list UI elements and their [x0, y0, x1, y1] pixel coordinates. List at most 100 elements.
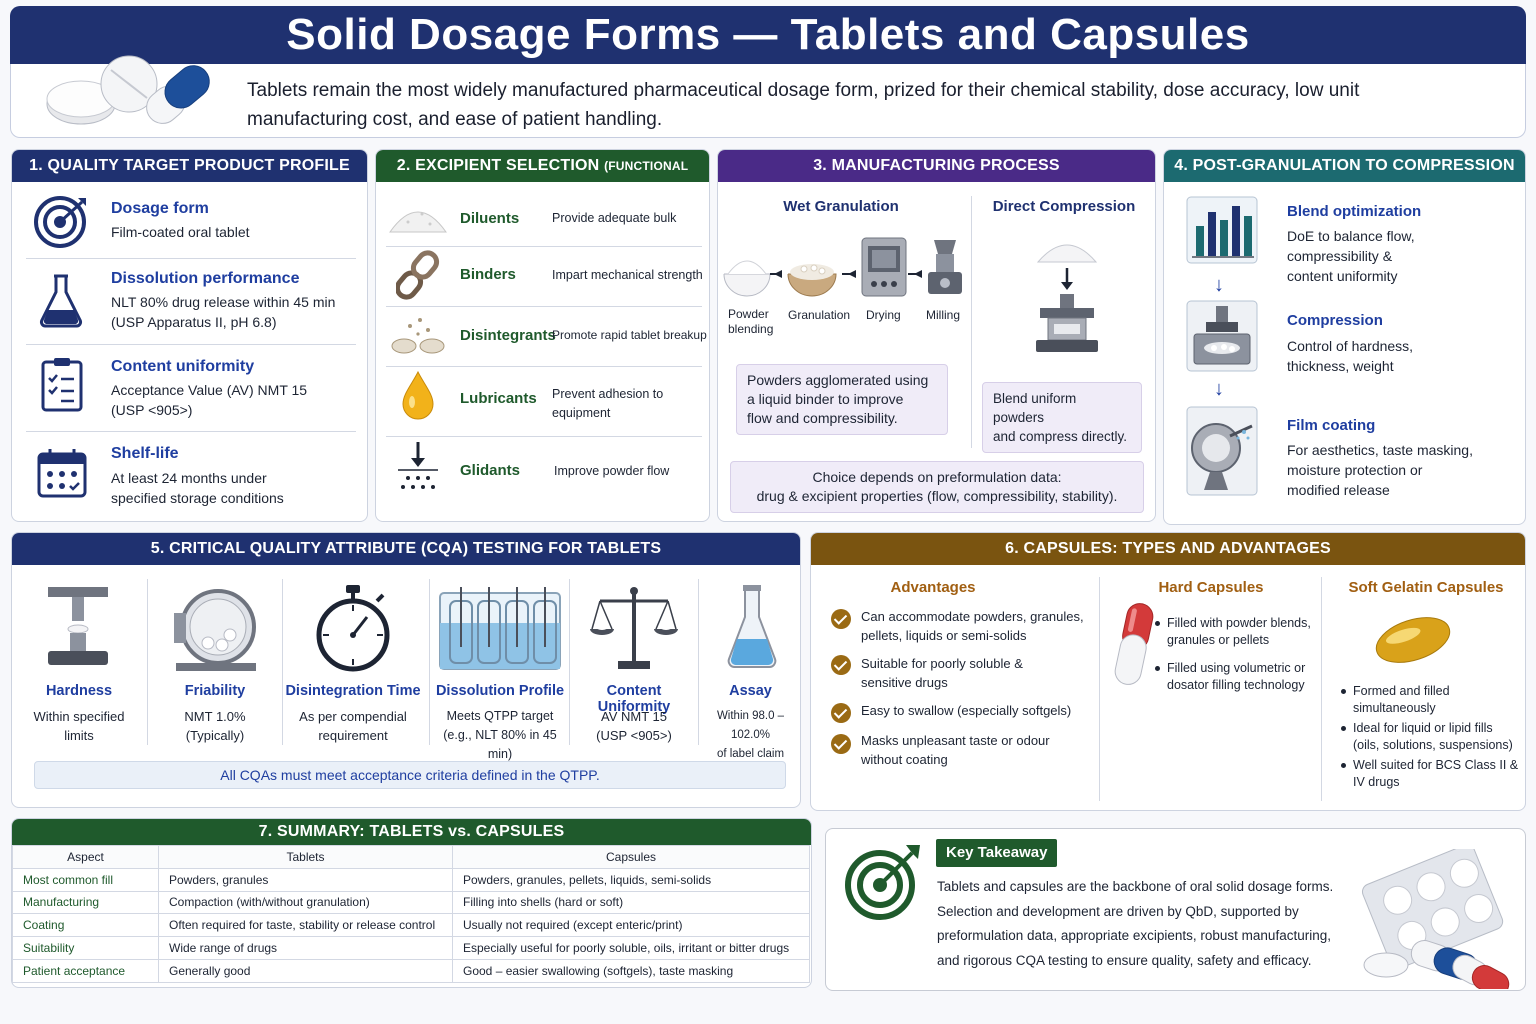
target-icon: [34, 196, 86, 248]
calendar-icon: [37, 449, 87, 498]
direct-compression-press-icon: [1036, 244, 1098, 352]
cqa-desc: AV NMT 15(USP <905>): [596, 709, 672, 743]
post-item-desc: thickness, weight: [1287, 358, 1394, 374]
hard-capsule-point: Filled using volumetric or dosator filli…: [1153, 660, 1313, 693]
key-takeaway-badge: Key Takeaway: [936, 839, 1058, 867]
qtpp-item-desc: NLT 80% drug release within 45 min: [111, 294, 336, 310]
cqa-desc: Within 98.0 – 102.0%of label claim: [716, 710, 785, 760]
hard-capsule-point: Filled with powder blends, granules or p…: [1153, 615, 1313, 648]
table-header: Tablets: [158, 845, 453, 869]
clipboard-checklist-icon: [41, 358, 83, 412]
check-icon: [831, 734, 851, 754]
arrow-down-icon: ↓: [1214, 378, 1224, 400]
excipient-name: Disintegrants: [460, 327, 556, 344]
target-arrow-icon: [845, 845, 920, 920]
excipient-name: Diluents: [460, 210, 520, 227]
flask-icon: [39, 274, 83, 328]
qtpp-header: 1. QUALITY TARGET PRODUCT PROFILE (QTPP): [12, 150, 367, 206]
summary-header: 7. SUMMARY: TABLETS vs. CAPSULES: [12, 819, 811, 845]
hard-capsules-title: Hard Capsules: [1158, 579, 1264, 596]
tablets-capsule-illustration-icon: [46, 55, 210, 125]
table-header: Aspect: [12, 845, 159, 869]
hard-capsule-icon: [1114, 603, 1154, 685]
choice-note: Choice depends on preformulation data:dr…: [730, 461, 1144, 513]
excipient-role: Improve powder flow: [554, 464, 670, 478]
soft-capsule-point: Ideal for liquid or lipid fills (oils, s…: [1339, 720, 1521, 753]
excipient-header: 2. EXCIPIENT SELECTION (FUNCTIONAL ROLES…: [376, 150, 709, 205]
cqa-desc: Meets QTPP target(e.g., NLT 80% in 45 mi…: [443, 709, 557, 761]
dissolution-apparatus-icon: [439, 587, 561, 670]
qtpp-panel: 1. QUALITY TARGET PRODUCT PROFILE (QTPP)…: [11, 149, 368, 522]
cqa-item-assay: Assay Within 98.0 – 102.0%of label claim: [699, 569, 800, 777]
intro-box: Tablets remain the most widely manufactu…: [10, 55, 1526, 138]
qtpp-item-title: Dosage form: [111, 200, 209, 217]
post-granulation-header: 4. POST-GRANULATION TO COMPRESSION: [1164, 150, 1525, 182]
excipient-role: Provide adequate bulk: [552, 211, 677, 225]
post-item-desc: For aesthetics, taste masking,: [1287, 442, 1473, 458]
wet-granulation-process-icons: [723, 237, 962, 297]
excipient-panel: 2. EXCIPIENT SELECTION (FUNCTIONAL ROLES…: [375, 149, 710, 522]
cqa-item-dissolution: Dissolution Profile Meets QTPP target(e.…: [430, 569, 570, 777]
key-takeaway-text: Tablets and capsules are the backbone of…: [937, 879, 1334, 968]
qtpp-item-desc: specified storage conditions: [111, 490, 284, 506]
check-icon: [831, 609, 851, 629]
advantage-item: Suitable for poorly soluble &sensitive d…: [861, 656, 1023, 690]
excipient-name: Glidants: [460, 462, 521, 479]
cqa-name: Assay: [729, 683, 772, 699]
bar-chart-icon: [1186, 196, 1258, 264]
key-takeaway-panel: Key Takeaway Tablets and capsules are th…: [825, 828, 1526, 991]
cqa-desc: NMT 1.0%(Typically): [184, 709, 246, 743]
excipient-name: Lubricants: [460, 390, 537, 407]
capsules-panel: 6. CAPSULES: TYPES AND ADVANTAGES Advant…: [810, 532, 1526, 811]
qtpp-item-desc: Acceptance Value (AV) NMT 15: [111, 382, 308, 398]
cqa-name: Friability: [184, 683, 246, 699]
wet-granulation-title: Wet Granulation: [783, 198, 899, 215]
softgel-capsule-icon: [1375, 617, 1451, 663]
post-item-desc: moisture protection or: [1287, 462, 1423, 478]
cqa-name: Hardness: [45, 683, 113, 699]
disintegrating-tablet-icon: [391, 318, 445, 354]
coating-pan-icon: [1186, 406, 1258, 496]
check-icon: [831, 655, 851, 675]
soft-capsules-list: Formed and filled simultaneously Ideal f…: [1339, 683, 1521, 794]
hard-capsules-list: Filled with powder blends, granules or p…: [1153, 615, 1313, 697]
direct-compression-title: Direct Compression: [992, 198, 1136, 215]
cqa-name: Dissolution Profile: [435, 683, 565, 699]
qtpp-item-title: Shelf-life: [111, 445, 179, 462]
post-item-desc: compressibility &: [1287, 248, 1393, 264]
excipient-role: Promote rapid tablet breakup: [552, 328, 707, 342]
tablet-press-icon: [1186, 300, 1258, 372]
blister-pack-capsules-icon: [1361, 849, 1510, 989]
post-item-title: Blend optimization: [1287, 203, 1422, 220]
qtpp-item-title: Dissolution performance: [111, 270, 300, 287]
manufacturing-panel: 3. MANUFACTURING PROCESS Wet Granulation…: [717, 149, 1156, 522]
soft-capsules-title: Soft Gelatin Capsules: [1348, 579, 1504, 596]
powder-flow-icon: [398, 442, 438, 489]
erlenmeyer-flask-icon: [727, 585, 777, 668]
page-title: Solid Dosage Forms — Tablets and Capsule…: [10, 6, 1526, 64]
qtpp-item-desc: (USP Apparatus II, pH 6.8): [111, 314, 277, 330]
qtpp-item-title: Content uniformity: [111, 358, 255, 375]
post-granulation-panel: 4. POST-GRANULATION TO COMPRESSION ↓ ↓: [1163, 149, 1526, 525]
cqa-name: Disintegration Time: [285, 683, 421, 699]
post-item-desc: content uniformity: [1287, 268, 1398, 284]
process-step-label: Drying: [866, 308, 901, 322]
process-step-label: Milling: [926, 308, 961, 322]
cqa-footer-note: All CQAs must meet acceptance criteria d…: [34, 761, 786, 789]
chain-link-icon: [396, 250, 440, 300]
table-header: Capsules: [452, 845, 810, 869]
post-item-desc: DoE to balance flow,: [1287, 228, 1415, 244]
check-icon: [831, 703, 851, 723]
summary-table: Aspect Tablets Capsules Most common fill…: [12, 845, 810, 983]
qtpp-item-desc: Film-coated oral tablet: [111, 224, 250, 240]
